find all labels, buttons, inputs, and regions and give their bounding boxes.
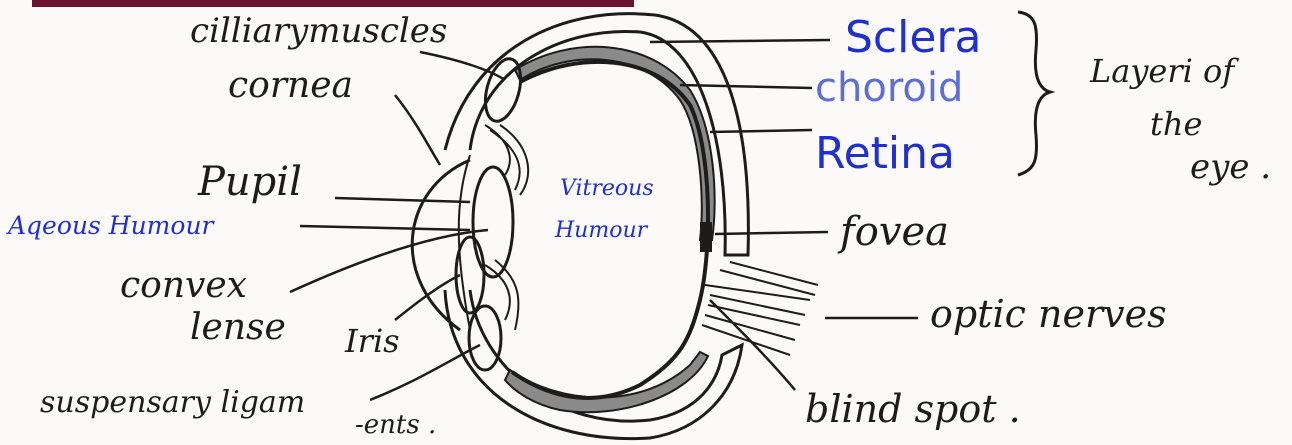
label-suspensory-2: -ents . xyxy=(355,412,436,438)
label-aqueous-humour: Aqeous Humour xyxy=(8,213,214,238)
suspensory-fibres xyxy=(485,125,528,330)
label-cornea: cornea xyxy=(228,68,353,104)
label-lense: lense xyxy=(190,310,286,346)
leader-cornea xyxy=(395,95,440,165)
label-iris: Iris xyxy=(345,325,400,357)
lens-shape xyxy=(473,167,513,277)
ciliary-muscle-shape xyxy=(479,55,526,125)
label-suspensory-1: suspensary ligam xyxy=(40,388,305,418)
label-vitreous-2: Humour xyxy=(555,220,647,242)
leader-fovea xyxy=(715,232,828,234)
label-choroid: choroid xyxy=(815,68,963,108)
leader-pupil xyxy=(335,198,470,202)
header-bar xyxy=(32,0,634,7)
leader-blind-spot xyxy=(710,300,795,390)
label-layers-2: the xyxy=(1150,108,1202,140)
leader-retina xyxy=(710,130,812,132)
label-sclera: Sclera xyxy=(845,16,981,60)
label-optic-nerves: optic nerves xyxy=(930,295,1167,333)
choroid-band-lower xyxy=(505,352,708,412)
choroid-band xyxy=(515,47,715,240)
label-fovea: fovea xyxy=(840,212,949,252)
label-convex: convex xyxy=(120,268,247,304)
label-blind-spot: blind spot . xyxy=(805,390,1021,428)
leader-aqueous xyxy=(300,226,470,230)
label-ciliary-muscles: cilliarymuscles xyxy=(190,14,447,48)
fovea-spot xyxy=(700,222,712,252)
leader-sclera xyxy=(650,40,830,42)
label-retina: Retina xyxy=(815,132,955,176)
label-vitreous-1: Vitreous xyxy=(560,178,654,200)
label-layers-3: eye . xyxy=(1190,150,1271,184)
label-pupil: Pupil xyxy=(198,162,302,202)
label-layers-1: Layeri of xyxy=(1090,55,1234,87)
layers-brace xyxy=(1018,12,1050,175)
